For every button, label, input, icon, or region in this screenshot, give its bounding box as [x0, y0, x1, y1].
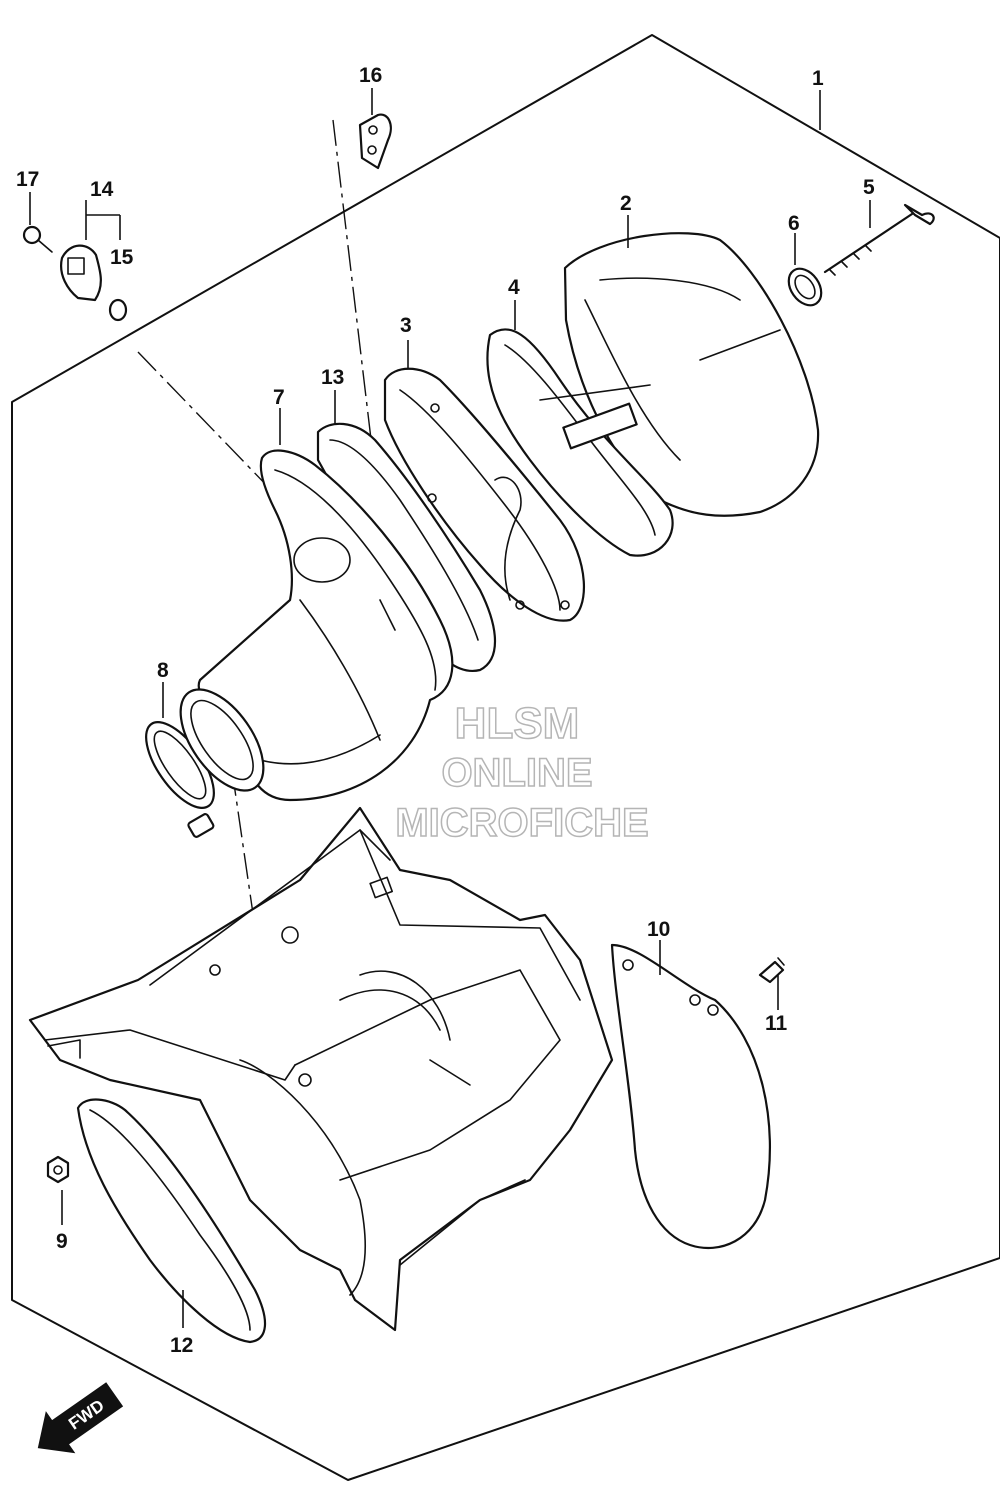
- gasket-lower: [76, 1098, 267, 1344]
- callout-2: 2: [620, 192, 632, 215]
- watermark: HLSM ONLINE MICROFICHE: [395, 698, 650, 846]
- watermark-line-3: MICROFICHE: [395, 801, 648, 845]
- fender-cover: [610, 943, 771, 1250]
- callout-9: 9: [56, 1230, 68, 1253]
- callout-11: 11: [765, 1012, 788, 1035]
- callout-14: 14: [90, 178, 114, 201]
- outlet-tube: [197, 449, 454, 802]
- callout-15: 15: [110, 246, 134, 269]
- callout-12: 12: [170, 1334, 193, 1357]
- nut: [46, 1155, 70, 1184]
- inlet-boot: [179, 688, 265, 792]
- forward-arrow-icon: [37, 1382, 124, 1454]
- element-cage: [383, 367, 585, 622]
- assembly-boundary: [11, 34, 1000, 1481]
- callout-3: 3: [400, 314, 412, 337]
- fwd-badge: FWD: [37, 1382, 124, 1454]
- callout-13: 13: [321, 366, 344, 389]
- callout-7: 7: [273, 386, 285, 409]
- watermark-line-1: HLSM: [455, 699, 580, 748]
- wing-bolt: [823, 203, 935, 276]
- seal-ring: [787, 267, 823, 307]
- air-cleaner-case: [28, 806, 614, 1332]
- watermark-line-2: ONLINE: [441, 751, 592, 795]
- callout-17: 17: [16, 168, 39, 191]
- element-frame: [486, 328, 674, 557]
- callout-6: 6: [788, 212, 800, 235]
- callout-16: 16: [359, 64, 382, 87]
- inlet-clamp: [145, 721, 215, 838]
- callout-1: 1: [812, 67, 824, 90]
- screw: [758, 957, 785, 984]
- mounting-bracket: [358, 113, 392, 170]
- callout-numbers: 1 2 3 4 5 6 7 8 9 10 11 12 13 14 15 16 1…: [16, 64, 875, 1357]
- callout-10: 10: [647, 918, 670, 941]
- callout-4: 4: [508, 276, 520, 299]
- sensor-assembly: [22, 225, 128, 322]
- leader-lines: [29, 88, 871, 1328]
- callout-8: 8: [157, 659, 169, 682]
- callout-5: 5: [863, 176, 875, 199]
